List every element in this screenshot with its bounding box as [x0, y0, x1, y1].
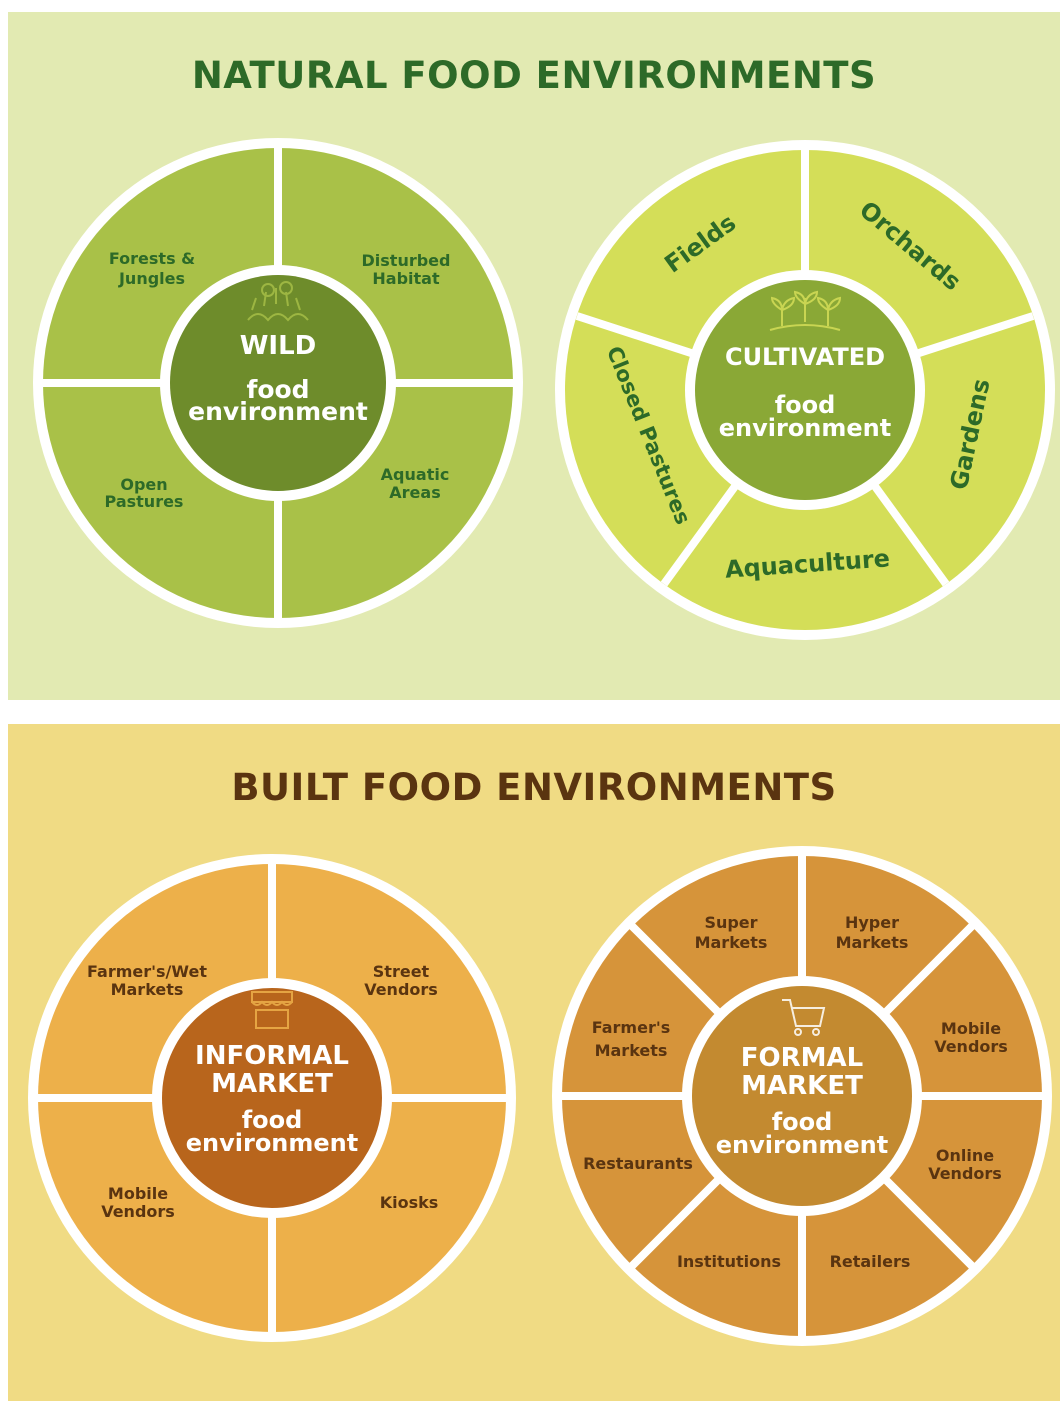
formal-center-line4: environment [716, 1131, 889, 1159]
cultivated-center-line3: environment [719, 414, 892, 442]
formal-center-title: FORMAL [741, 1043, 863, 1073]
informal-wheel: INFORMAL MARKET food environment Farmer'… [28, 854, 516, 1342]
svg-text:Vendors: Vendors [928, 1164, 1002, 1183]
svg-text:Disturbed: Disturbed [362, 251, 451, 270]
segment-mobile-vendors: Mobile Vendors [934, 1019, 1008, 1056]
segment-aquatic-areas: Aquatic Areas [381, 465, 450, 502]
svg-text:Restaurants: Restaurants [583, 1154, 693, 1173]
svg-text:Online: Online [936, 1146, 994, 1165]
built-title: BUILT FOOD ENVIRONMENTS [231, 766, 837, 809]
svg-text:Mobile: Mobile [108, 1184, 168, 1203]
svg-text:Mobile: Mobile [941, 1019, 1001, 1038]
cultivated-center-title: CULTIVATED [725, 343, 885, 371]
svg-text:Farmer's: Farmer's [592, 1018, 671, 1037]
shopping-cart-icon [782, 999, 826, 1036]
segment-hyper-markets: Hyper Markets [836, 913, 909, 952]
cultivated-center-line2: food [775, 391, 836, 419]
informal-center [162, 988, 382, 1208]
vegetation-icon [247, 281, 309, 322]
segment-retailers: Retailers [830, 1252, 911, 1271]
segment-kiosks: Kiosks [380, 1193, 439, 1212]
svg-text:Aquatic: Aquatic [381, 465, 450, 484]
svg-text:Jungles: Jungles [118, 269, 185, 288]
svg-text:Vendors: Vendors [364, 980, 438, 999]
formal-wheel: FORMAL MARKET food environment Super Mar… [552, 846, 1052, 1346]
sprouts-icon [769, 290, 842, 331]
svg-text:Vendors: Vendors [934, 1037, 1008, 1056]
cultivated-center [695, 280, 915, 500]
segment-forests-jungles: Forests & Jungles [109, 249, 195, 288]
informal-center-title2: MARKET [211, 1069, 333, 1099]
formal-center [692, 986, 912, 1206]
svg-text:Retailers: Retailers [830, 1252, 911, 1271]
informal-center-line4: environment [186, 1129, 359, 1157]
svg-text:Markets: Markets [111, 980, 184, 999]
svg-text:Hyper: Hyper [845, 913, 899, 932]
segment-super-markets: Super Markets [695, 913, 768, 952]
svg-text:Institutions: Institutions [677, 1252, 781, 1271]
market-stall-icon [251, 991, 293, 1029]
svg-text:Super: Super [704, 913, 757, 932]
segment-street-vendors: Street Vendors [364, 962, 438, 999]
segment-open-pastures: Open Pastures [105, 475, 184, 511]
informal-center-title: INFORMAL [195, 1041, 349, 1071]
formal-center-line3: food [772, 1108, 833, 1136]
segment-farmers-wet-markets: Farmer's/Wet Markets [87, 962, 207, 999]
wild-wheel: WILD food environment Forests & Jungles … [33, 138, 523, 628]
wild-center-line3: environment [188, 397, 368, 426]
svg-text:Open: Open [120, 475, 167, 494]
svg-text:Markets: Markets [595, 1041, 668, 1060]
informal-center-line3: food [242, 1106, 303, 1134]
segment-disturbed-habitat: Disturbed Habitat [362, 251, 451, 288]
formal-center-title2: MARKET [741, 1071, 863, 1101]
wild-center-title: WILD [240, 331, 317, 361]
svg-text:Street: Street [373, 962, 430, 981]
svg-text:Areas: Areas [389, 483, 440, 502]
segment-mobile-vendors: Mobile Vendors [101, 1184, 175, 1221]
svg-text:Kiosks: Kiosks [380, 1193, 439, 1212]
svg-text:Vendors: Vendors [101, 1202, 175, 1221]
segment-online-vendors: Online Vendors [928, 1146, 1002, 1183]
svg-text:Pastures: Pastures [105, 492, 184, 511]
wild-center [170, 275, 386, 491]
svg-text:Forests &: Forests & [109, 249, 195, 268]
segment-farmers-markets: Farmer's Markets [592, 1018, 671, 1060]
svg-text:Markets: Markets [836, 933, 909, 952]
svg-text:Habitat: Habitat [372, 269, 440, 288]
svg-text:Markets: Markets [695, 933, 768, 952]
natural-title: NATURAL FOOD ENVIRONMENTS [191, 54, 877, 97]
segment-institutions: Institutions [677, 1252, 781, 1271]
segment-restaurants: Restaurants [583, 1154, 693, 1173]
wild-center-line2: food [246, 375, 309, 404]
svg-text:Farmer's/Wet: Farmer's/Wet [87, 962, 207, 981]
cultivated-wheel: CULTIVATED food environment Fields Orcha… [555, 140, 1055, 640]
